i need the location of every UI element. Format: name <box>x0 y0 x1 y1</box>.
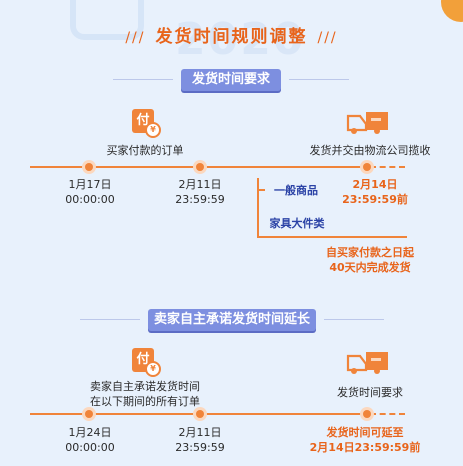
date1: 1月17日 <box>68 178 112 191</box>
timeline-2-dashed-tail <box>370 413 405 415</box>
time2: 23:59:59 <box>175 193 225 206</box>
date2: 2月11日 <box>178 178 222 191</box>
section2-pill-label: 卖家自主承诺发货时间延长 <box>153 312 310 327</box>
furniture-rule-line1: 自买家付款之日起 <box>326 246 414 259</box>
pay-icon: 付 ¥ <box>132 109 161 138</box>
date1: 1月24日 <box>68 426 112 439</box>
time2: 23:59:59 <box>175 441 225 454</box>
pay-label: 买家付款的订单 <box>106 144 184 157</box>
year-watermark: 2020 <box>175 14 306 65</box>
title-slashes-left: /// <box>125 30 146 46</box>
page-title: /// 发货时间规则调整 /// <box>0 22 463 47</box>
seller-pay-label-line1: 卖家自主承诺发货时间 <box>90 380 200 393</box>
furniture-rule-line2: 40天内完成发货 <box>329 261 411 274</box>
section1-pill: 发货时间要求 <box>113 69 349 91</box>
page-title-text: 发货时间规则调整 <box>155 27 308 47</box>
timeline-node-start <box>85 163 93 171</box>
truck-icon <box>346 112 388 134</box>
timeline2-node-start <box>85 410 93 418</box>
title-slashes-right: /// <box>317 30 338 46</box>
branch-line-furniture <box>257 236 407 238</box>
general-deadline-time: 23:59:59前 <box>342 193 408 206</box>
furniture-label: 家具大件类 <box>269 217 325 230</box>
section2-pill: 卖家自主承诺发货时间延长 <box>80 309 384 331</box>
yen-icon: ¥ <box>145 361 161 377</box>
pay-icon: 付 ¥ <box>132 348 161 377</box>
timeline2-node-end <box>196 410 204 418</box>
yen-icon: ¥ <box>145 122 161 138</box>
branch-vertical-line <box>257 178 259 238</box>
corner-decoration <box>441 0 463 22</box>
truck-icon <box>346 352 388 374</box>
seller-pay-label-line2: 在以下期间的所有订单 <box>90 395 200 408</box>
extend-line2: 2月14日23:59:59前 <box>309 441 421 454</box>
date2: 2月11日 <box>178 426 222 439</box>
timeline2-node-ship <box>363 410 371 418</box>
general-goods-label: 一般商品 <box>274 184 318 197</box>
timeline-node-end <box>196 163 204 171</box>
extend-line1: 发货时间可延至 <box>326 426 404 439</box>
timeline-1-dashed-tail <box>370 166 405 168</box>
ship-requirement-label: 发货时间要求 <box>337 386 403 399</box>
branch-line-general <box>257 189 265 191</box>
timeline-node-ship <box>363 163 371 171</box>
background-goggles-decoration <box>70 0 144 40</box>
time1: 00:00:00 <box>65 441 115 454</box>
ship-label: 发货并交由物流公司揽收 <box>309 144 431 157</box>
section1-pill-label: 发货时间要求 <box>191 72 270 87</box>
general-deadline-date: 2月14日 <box>352 178 398 191</box>
time1: 00:00:00 <box>65 193 115 206</box>
